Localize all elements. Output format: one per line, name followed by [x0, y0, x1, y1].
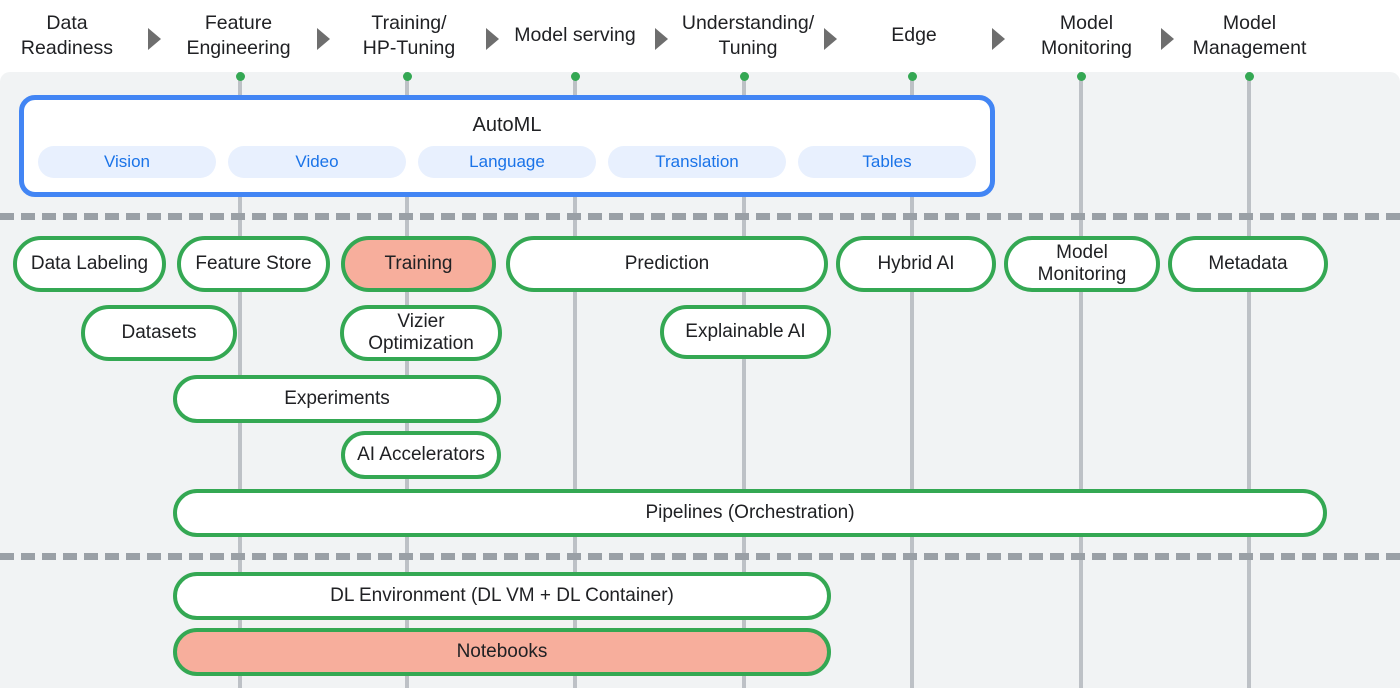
- automl-chip-row: Vision Video Language Translation Tables: [38, 146, 976, 178]
- stage-arrow-icon-2: [486, 28, 499, 50]
- stage-arrow-icon-5: [992, 28, 1005, 50]
- stage-rule-dot-icon-4: [907, 72, 917, 81]
- stage-arrow-icon-6: [1161, 28, 1174, 50]
- stage-rule-4: [910, 72, 914, 688]
- product-pill-ai-accelerators[interactable]: AI Accelerators: [341, 431, 501, 479]
- stage-rule-dot-icon-6: [1244, 72, 1254, 81]
- product-pill-notebooks[interactable]: Notebooks: [173, 628, 831, 676]
- stage-label-2: Training/ HP-Tuning: [362, 11, 456, 59]
- stage-label-1: Feature Engineering: [186, 11, 291, 59]
- stage-rule-5: [1079, 72, 1083, 688]
- stage-header: Data Readiness Feature Engineering Trainin…: [0, 0, 1400, 72]
- stage-label-5: Edge: [891, 24, 937, 47]
- product-pill-feature-store[interactable]: Feature Store: [177, 236, 330, 292]
- stage-rule-dot-icon-3: [739, 72, 749, 81]
- dashed-separator-1: [0, 553, 1400, 560]
- product-pill-vizier-optimization[interactable]: Vizier Optimization: [340, 305, 502, 361]
- dashed-separator-0: [0, 213, 1400, 220]
- stage-label-4: Understanding/ Tuning: [681, 11, 815, 59]
- stage-rule-6: [1247, 72, 1251, 688]
- stage-arrow-icon-3: [655, 28, 668, 50]
- stage-rule-dot-icon-1: [402, 72, 412, 81]
- product-pill-experiments[interactable]: Experiments: [173, 375, 501, 423]
- stage-label-6: Model Monitoring: [1040, 11, 1133, 59]
- product-pill-explainable-ai[interactable]: Explainable AI: [660, 305, 831, 359]
- stage-rule-3: [742, 72, 746, 688]
- stage-label-3: Model serving: [514, 24, 636, 47]
- stage-arrow-icon-4: [824, 28, 837, 50]
- stage-label-7: Model Management: [1192, 11, 1307, 59]
- product-pill-metadata[interactable]: Metadata: [1168, 236, 1328, 292]
- product-pill-pipelines-orchestration[interactable]: Pipelines (Orchestration): [173, 489, 1327, 537]
- diagram-canvas: AutoML Vision Video Language Translation Tab…: [0, 72, 1400, 688]
- automl-chip-vision[interactable]: Vision: [38, 146, 216, 178]
- product-pill-prediction[interactable]: Prediction: [506, 236, 828, 292]
- automl-box[interactable]: AutoML Vision Video Language Translation Tab…: [19, 95, 995, 197]
- stage-rule-dot-icon-0: [235, 72, 245, 81]
- stage-arrow-icon-1: [317, 28, 330, 50]
- stage-rule-dot-icon-2: [570, 72, 580, 81]
- automl-chip-language[interactable]: Language: [418, 146, 596, 178]
- product-pill-datasets[interactable]: Datasets: [81, 305, 237, 361]
- automl-title: AutoML: [472, 114, 542, 136]
- product-pill-hybrid-ai[interactable]: Hybrid AI: [836, 236, 996, 292]
- stage-rule-2: [573, 72, 577, 688]
- automl-chip-translation[interactable]: Translation: [608, 146, 786, 178]
- stage-arrow-icon-0: [148, 28, 161, 50]
- product-pill-dl-environment-dl-vm-dl-container[interactable]: DL Environment (DL VM + DL Container): [173, 572, 831, 620]
- automl-chip-video[interactable]: Video: [228, 146, 406, 178]
- product-pill-data-labeling[interactable]: Data Labeling: [13, 236, 166, 292]
- product-pill-model-monitoring[interactable]: Model Monitoring: [1004, 236, 1160, 292]
- stage-label-0: Data Readiness: [20, 11, 114, 59]
- stage-rule-dot-icon-5: [1076, 72, 1086, 81]
- automl-chip-tables[interactable]: Tables: [798, 146, 976, 178]
- product-pill-training[interactable]: Training: [341, 236, 496, 292]
